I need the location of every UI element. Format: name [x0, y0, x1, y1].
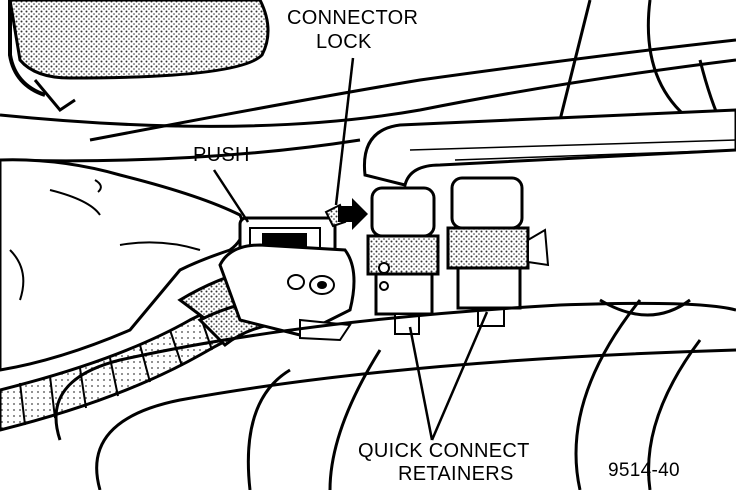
- label-lock: LOCK: [316, 31, 372, 53]
- leader-lines: [212, 57, 489, 441]
- electrical-connector: [218, 216, 356, 342]
- fuel-tank: [54, 298, 736, 490]
- retainer-leader-right: [430, 311, 489, 441]
- push-leader: [212, 169, 250, 223]
- label-connector: CONNECTOR: [287, 7, 419, 29]
- retainer-leader-left: [408, 326, 434, 441]
- figure-number: 9514-40: [608, 460, 680, 481]
- fuel-lines: [362, 108, 736, 187]
- push-direction-arrow: [338, 198, 368, 230]
- connector-lock-leader: [334, 57, 355, 206]
- quick-connect-left: [366, 186, 440, 335]
- quick-connect-right: [446, 176, 550, 327]
- label-quick-connect: QUICK CONNECT: [358, 440, 530, 462]
- label-retainers: RETAINERS: [398, 463, 514, 485]
- upper-bracket: [8, 0, 270, 112]
- label-push: PUSH: [193, 144, 250, 166]
